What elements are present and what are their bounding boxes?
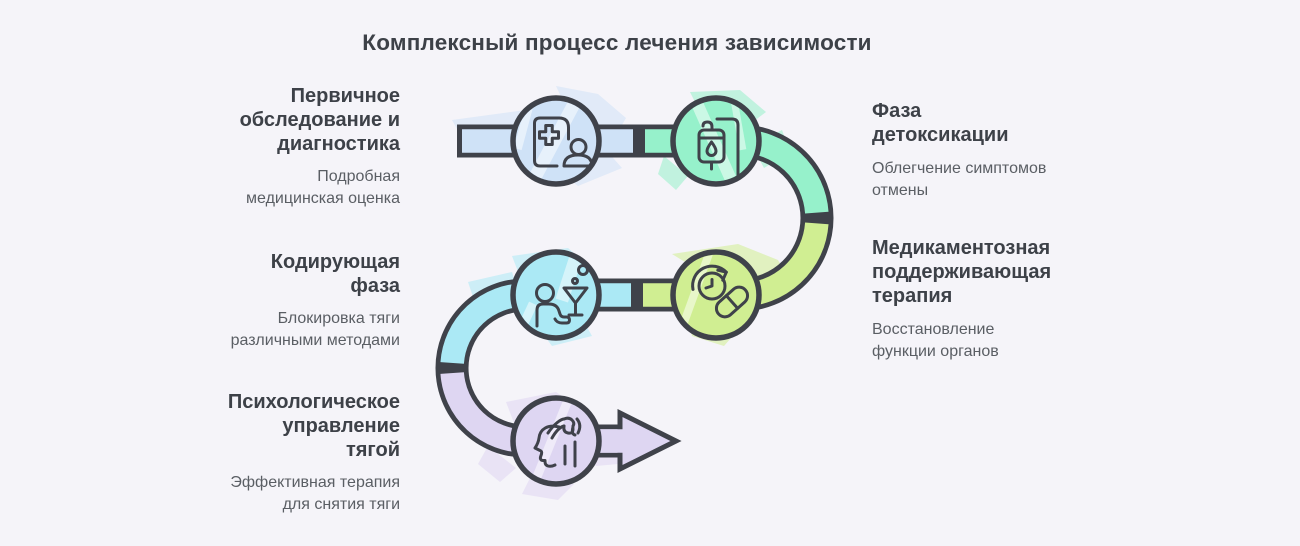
step-subtitle-4: Блокировка тяги различными методами bbox=[230, 310, 400, 349]
node-medication bbox=[670, 249, 762, 341]
step-label-2: Фаза детоксикации Облегчение симптомов о… bbox=[872, 99, 1152, 202]
step-label-3: Медикаментозная поддерживающая терапия В… bbox=[872, 236, 1152, 363]
step-label-5: Психологическое управление тягой Эффекти… bbox=[120, 390, 400, 516]
arrow-head bbox=[617, 408, 682, 474]
node-coding bbox=[510, 249, 602, 341]
node-detox bbox=[670, 95, 762, 187]
step-subtitle-2: Облегчение симптомов отмены bbox=[872, 160, 1047, 199]
head-hand-icon bbox=[533, 416, 582, 468]
pills-cycle-icon bbox=[691, 264, 750, 319]
step-label-1: Первичное обследование и диагностика Под… bbox=[120, 84, 400, 210]
step-heading-1: Первичное обследование и диагностика bbox=[239, 85, 400, 155]
page-title: Комплексный процесс лечения зависимости bbox=[362, 30, 872, 55]
iv-drip-icon bbox=[697, 117, 740, 181]
person-cocktail-icon bbox=[535, 264, 589, 328]
step-label-4: Кодирующая фаза Блокировка тяги различны… bbox=[120, 250, 400, 352]
medical-report-person-icon bbox=[533, 116, 594, 168]
node-psychology bbox=[510, 395, 602, 487]
step-heading-4: Кодирующая фаза bbox=[270, 251, 400, 297]
node-initial-assessment bbox=[510, 95, 602, 187]
step-heading-5: Психологическое управление тягой bbox=[227, 391, 400, 461]
step-subtitle-5: Эффективная терапия для снятия тяги bbox=[230, 474, 400, 513]
step-subtitle-3: Восстановление функции органов bbox=[872, 321, 999, 360]
step-heading-3: Медикаментозная поддерживающая терапия bbox=[872, 237, 1052, 307]
step-heading-2: Фаза детоксикации bbox=[872, 100, 1009, 146]
step-subtitle-1: Подробная медицинская оценка bbox=[246, 168, 400, 207]
